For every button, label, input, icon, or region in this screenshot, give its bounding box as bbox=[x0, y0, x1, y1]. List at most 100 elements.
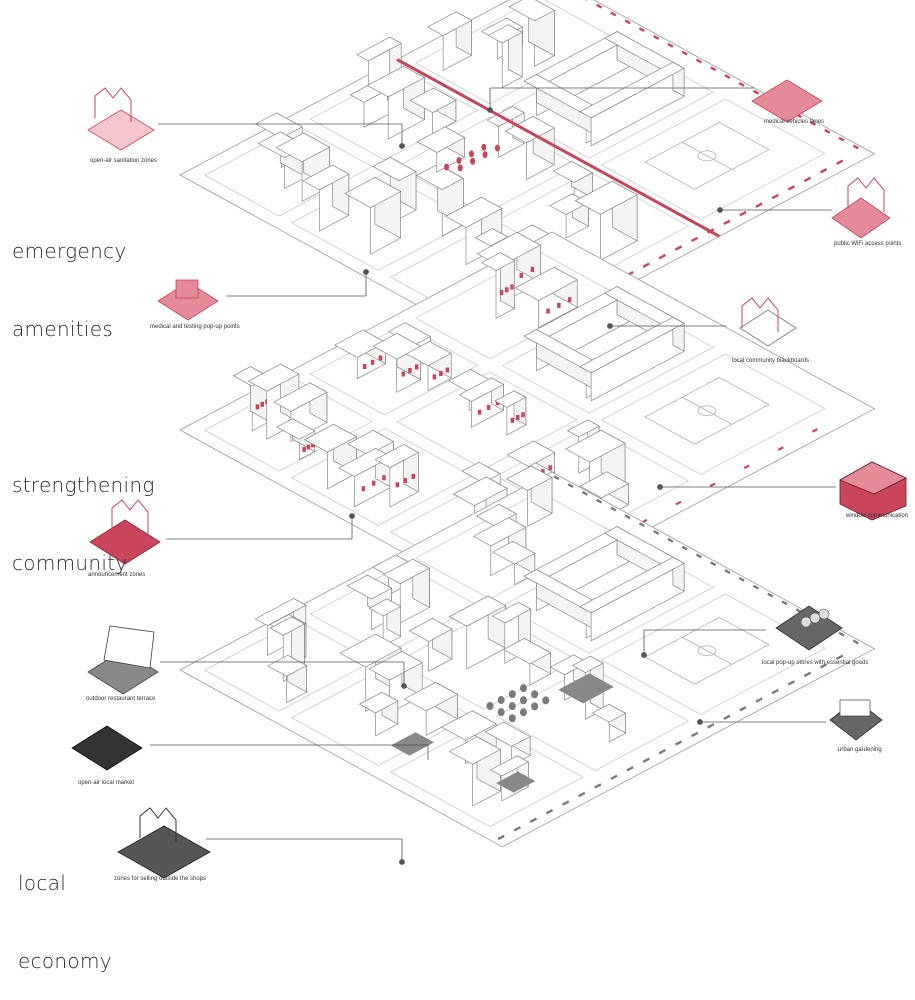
label-testing: medical and testing pop-up points bbox=[150, 324, 240, 330]
street-dash bbox=[836, 159, 844, 165]
window-building-icon bbox=[839, 461, 907, 521]
street-dash bbox=[752, 89, 760, 95]
label-announcement: announcement zones bbox=[88, 572, 146, 578]
street-markers bbox=[390, 475, 859, 841]
building-roof bbox=[441, 710, 497, 741]
building-roof bbox=[368, 598, 402, 617]
callout-dot bbox=[399, 143, 405, 149]
building-roof bbox=[458, 377, 505, 402]
building-roof bbox=[452, 476, 508, 507]
testing-point bbox=[457, 164, 463, 172]
street-dash bbox=[824, 128, 831, 134]
callout-dot bbox=[401, 683, 407, 689]
building-roof bbox=[276, 418, 316, 440]
street-dash bbox=[624, 514, 631, 520]
window-marker bbox=[255, 404, 260, 410]
icon-base bbox=[87, 109, 155, 151]
building-roof bbox=[476, 503, 517, 526]
building-roof bbox=[487, 24, 523, 44]
window-marker bbox=[370, 359, 375, 365]
window-marker bbox=[495, 400, 500, 406]
building-roof bbox=[374, 444, 419, 469]
testing-point bbox=[494, 144, 500, 152]
window-marker bbox=[519, 272, 523, 278]
building-roof bbox=[302, 164, 350, 191]
building-roof bbox=[303, 423, 358, 453]
store-dome bbox=[818, 608, 830, 620]
market-stall bbox=[508, 690, 516, 699]
street-dash bbox=[809, 121, 817, 126]
field-circle bbox=[697, 405, 717, 417]
building-roof bbox=[492, 541, 536, 565]
street-dash bbox=[723, 219, 731, 225]
label-restaurant: outdoor restaurant terrace bbox=[86, 696, 156, 702]
label-wifi: public WiFi access points bbox=[834, 241, 902, 247]
building-roof bbox=[505, 465, 553, 491]
street-dash bbox=[610, 506, 617, 512]
blackboard-icon bbox=[739, 297, 797, 347]
window-marker bbox=[521, 412, 525, 418]
street-dash bbox=[578, 791, 586, 798]
garden-icon bbox=[829, 699, 883, 741]
market-icon bbox=[71, 725, 143, 771]
label-market: open-air local market bbox=[78, 780, 135, 786]
label-window: window communication bbox=[846, 513, 909, 519]
building-roof bbox=[514, 266, 578, 301]
street-dash bbox=[513, 826, 521, 832]
window-marker bbox=[499, 290, 504, 296]
street-dash bbox=[755, 202, 763, 208]
street-dash bbox=[658, 253, 667, 260]
roof-outline bbox=[111, 499, 149, 534]
icon-base bbox=[751, 79, 823, 123]
sanitation-icon bbox=[87, 87, 155, 151]
street-dash bbox=[690, 236, 699, 243]
market-stall bbox=[531, 702, 539, 711]
street-dash bbox=[653, 35, 660, 40]
street-dash bbox=[836, 654, 844, 660]
layer-title-line2: amenities bbox=[12, 317, 114, 341]
street-dash bbox=[777, 446, 784, 451]
street-dash bbox=[710, 561, 717, 567]
street-dash bbox=[624, 19, 631, 25]
building-roof bbox=[472, 517, 527, 547]
testing-point bbox=[444, 163, 450, 171]
callout-dot bbox=[349, 513, 355, 519]
city-block bbox=[600, 98, 826, 220]
market-area bbox=[390, 732, 435, 756]
buildings bbox=[254, 465, 770, 807]
building-roof bbox=[579, 471, 629, 499]
street-dash bbox=[674, 245, 683, 251]
axonometric-diagram bbox=[71, 0, 907, 879]
building-roof bbox=[506, 440, 556, 467]
street-dash bbox=[642, 757, 650, 763]
market-area bbox=[558, 673, 614, 704]
testing-point bbox=[468, 150, 474, 158]
window-marker bbox=[557, 302, 561, 308]
building-roof bbox=[255, 112, 303, 139]
window-marker bbox=[504, 287, 509, 293]
street-dash bbox=[771, 193, 779, 200]
city-block bbox=[600, 353, 826, 475]
street-dash bbox=[787, 185, 795, 191]
roof-outline bbox=[741, 297, 779, 332]
building-roof bbox=[346, 574, 393, 600]
market-stall bbox=[497, 708, 505, 717]
street-dash bbox=[567, 483, 574, 488]
window-marker bbox=[408, 367, 412, 373]
buildings bbox=[232, 231, 770, 551]
market-stall bbox=[519, 684, 527, 693]
building-roof bbox=[405, 341, 452, 367]
building-roof bbox=[247, 363, 300, 392]
building-roof bbox=[552, 161, 593, 183]
building-roof bbox=[579, 556, 685, 614]
window-marker bbox=[477, 409, 482, 415]
street-dash bbox=[752, 584, 760, 590]
building-roof bbox=[574, 180, 638, 215]
window-marker bbox=[541, 469, 545, 475]
store-dome bbox=[800, 616, 812, 628]
layer-title-economy: local economy bbox=[18, 818, 112, 1000]
street-dash bbox=[675, 500, 682, 506]
street-dash bbox=[811, 428, 818, 433]
field-circle bbox=[697, 150, 717, 162]
callout-dot bbox=[607, 323, 613, 329]
